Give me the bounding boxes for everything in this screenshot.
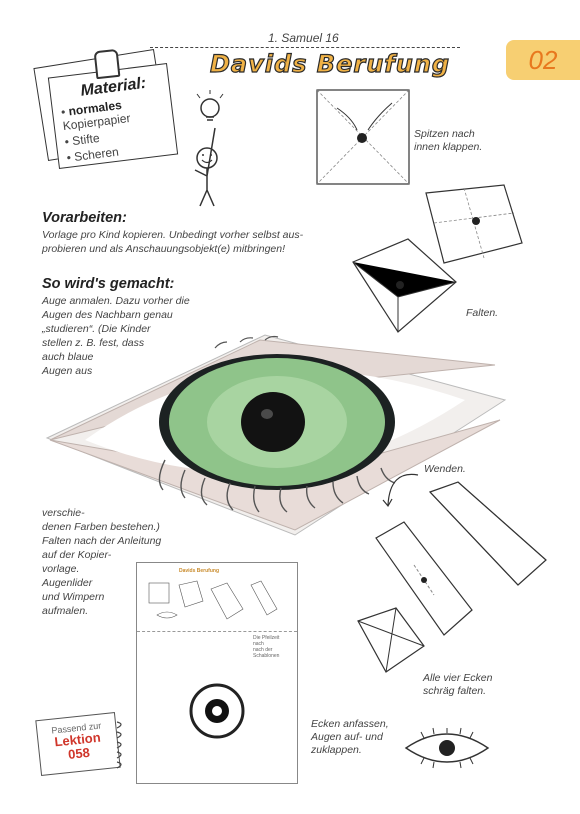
page-number: 02: [528, 44, 558, 75]
fold-step-4b-diagram: [357, 607, 425, 673]
stick-figure-lightbulb-icon: [194, 90, 224, 207]
header-divider: [150, 47, 460, 48]
paperclip-icon: [93, 48, 121, 80]
anleitung-text-bottom: verschie- denen Farben bestehen.) Falten…: [42, 507, 162, 617]
template-preview-sheet: Davids Berufung Die Pfeilzeit nach nach …: [136, 562, 298, 784]
fold-step-2a-diagram: [425, 184, 523, 264]
template-preview-sketches: [148, 580, 278, 620]
page-title: Davids Berufung: [209, 49, 451, 78]
lesson-badge: Passend zur Lektion 058: [35, 711, 121, 777]
page-number-tab: 02: [506, 40, 580, 80]
bible-reference: 1. Samuel 16: [268, 31, 339, 45]
folded-eye-photo: [45, 334, 507, 536]
step-4-caption: Alle vier Ecken schräg falten.: [423, 672, 493, 697]
anleitung-heading: So wird's gemacht:: [42, 276, 175, 292]
template-preview-cutline: [137, 631, 297, 632]
vorarbeiten-text: Vorlage pro Kind kopieren. Unbedingt vor…: [42, 229, 304, 255]
anleitung-text-top: Auge anmalen. Dazu vorher die Augen des …: [42, 295, 190, 377]
spiral-binding-icon: [116, 721, 122, 769]
turn-arrow-icon: [382, 473, 419, 508]
step-3-caption: Wenden.: [424, 463, 466, 475]
step-5-caption: Ecken anfassen, Augen auf- und zuklappen…: [311, 718, 389, 756]
vorarbeiten-heading: Vorarbeiten:: [42, 210, 127, 226]
eye-drawing-icon: [404, 727, 490, 769]
fold-step-2b-diagram: [352, 238, 457, 333]
material-note: Material: • normales Kopierpapier • Stif…: [47, 63, 179, 169]
fold-step-3-diagram: [428, 481, 547, 586]
template-preview-note: Die Pfeilzeit nach nach der Schablonen: [253, 635, 280, 659]
step-1-caption: Spitzen nach innen klappen.: [414, 128, 483, 153]
template-preview-title: Davids Berufung: [179, 568, 220, 574]
fold-step-1-diagram: [316, 89, 410, 185]
fold-step-4a-diagram: [375, 521, 473, 636]
template-preview-mini-eye-icon: [189, 683, 245, 739]
step-2-caption: Falten.: [466, 307, 499, 319]
